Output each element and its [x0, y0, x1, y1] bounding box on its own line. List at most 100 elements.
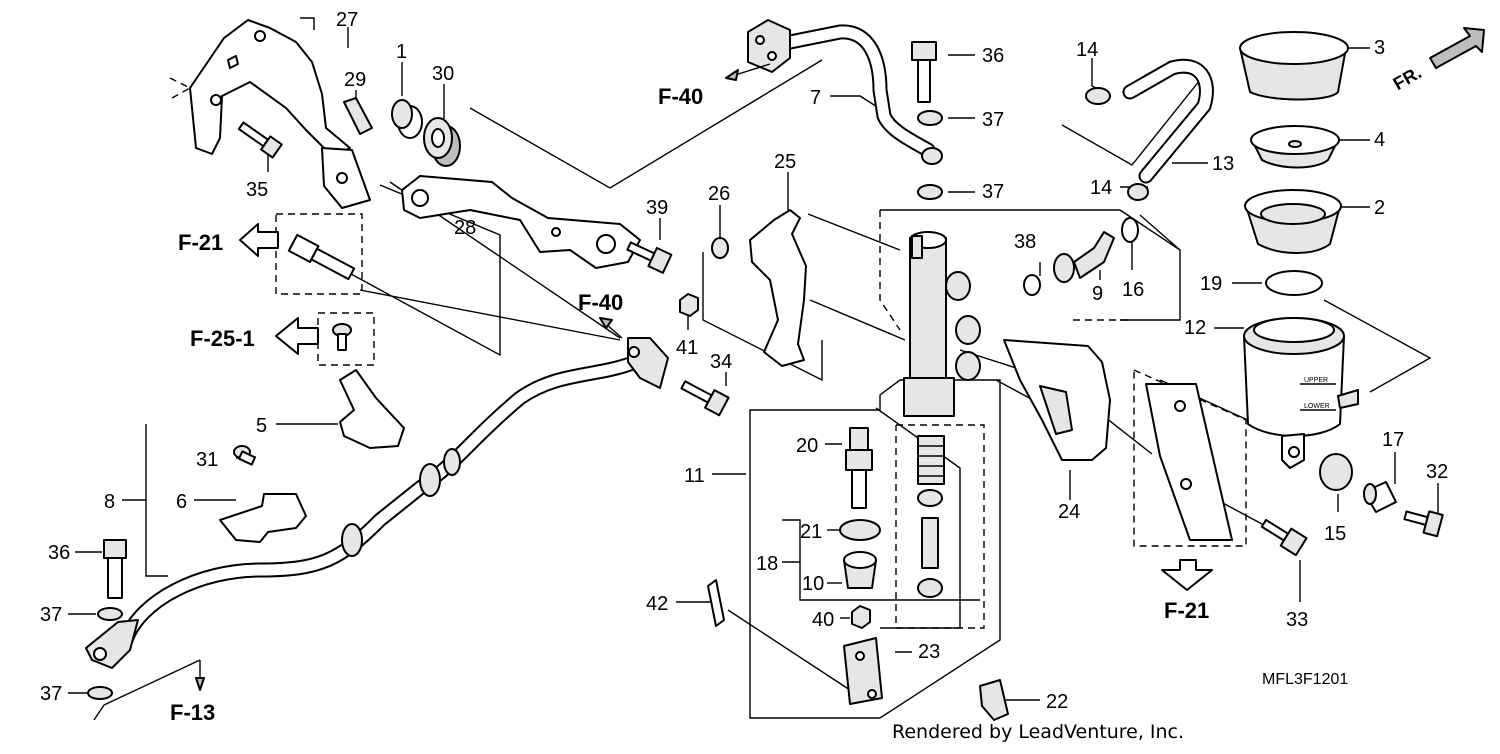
clamp-6 — [219, 493, 307, 543]
credit-text: Rendered by LeadVenture, Inc. — [892, 721, 1184, 743]
label-31: 31 — [196, 449, 218, 471]
label-7: 7 — [810, 87, 821, 109]
plate-f21 — [1145, 383, 1233, 541]
ref-f13: F-13 — [170, 700, 215, 725]
label-14-mid: 14 — [1090, 177, 1112, 199]
label-38: 38 — [1014, 231, 1036, 253]
label-36-bottom: 36 — [48, 542, 70, 564]
label-27: 27 — [336, 9, 358, 31]
label-24: 24 — [1058, 501, 1080, 523]
ref-f25: F-25-1 — [190, 326, 255, 351]
label-33: 33 — [1286, 609, 1308, 631]
pivot-bracket-28 — [401, 175, 641, 269]
ref-f21-right: F-21 — [1164, 598, 1209, 623]
bolt-35 — [237, 121, 283, 159]
label-5: 5 — [256, 415, 267, 437]
reservoir-cap-3 — [1239, 31, 1349, 101]
label-37-low: 37 — [40, 604, 62, 626]
label-3: 3 — [1374, 37, 1385, 59]
direction-label: FR. — [1390, 62, 1425, 94]
bolt-32 — [1403, 510, 1444, 538]
bolt-34 — [680, 380, 730, 417]
ref-f40-top: F-40 — [658, 84, 703, 109]
bracket-25 — [749, 209, 807, 367]
bolt-33 — [1260, 518, 1308, 557]
label-4: 4 — [1374, 129, 1385, 151]
boot-10 — [843, 551, 877, 589]
label-28: 28 — [454, 217, 476, 239]
label-1: 1 — [396, 41, 407, 63]
clevis-23 — [843, 637, 883, 705]
label-39: 39 — [646, 197, 668, 219]
collar-1 — [391, 99, 423, 139]
label-37-bottom: 37 — [40, 683, 62, 705]
reservoir-upper: UPPER — [1304, 377, 1328, 384]
bolt-36-upper — [911, 41, 937, 103]
grommet-30 — [423, 117, 461, 167]
label-34: 34 — [710, 351, 732, 373]
part-number-labels: 27 1 30 29 35 28 39 26 25 41 34 36 7 37 … — [40, 9, 1448, 713]
ring-21 — [839, 519, 881, 541]
washer-38 — [1023, 274, 1041, 296]
label-19: 19 — [1200, 273, 1222, 295]
diagram-code: MFL3F1201 — [1262, 671, 1348, 688]
clip-29 — [343, 97, 373, 135]
label-2: 2 — [1374, 197, 1385, 219]
label-35: 35 — [246, 179, 268, 201]
washer-37-c — [917, 110, 943, 126]
label-36-top: 36 — [982, 45, 1004, 67]
label-14-top: 14 — [1076, 39, 1098, 61]
clip-22 — [979, 679, 1009, 721]
diaphragm-2 — [1244, 189, 1342, 254]
reservoir-lower: LOWER — [1304, 403, 1330, 410]
label-18: 18 — [756, 553, 778, 575]
reservoir-12 — [1243, 317, 1359, 469]
label-13: 13 — [1212, 153, 1234, 175]
pin-42 — [707, 579, 725, 627]
washer-37-a — [97, 607, 123, 621]
clamp-5 — [339, 369, 405, 449]
clip-16 — [1121, 217, 1139, 243]
label-37-top: 37 — [982, 109, 1004, 131]
float-19 — [1265, 270, 1323, 296]
reservoir-hose-13 — [1085, 58, 1214, 201]
plate-4 — [1250, 125, 1340, 169]
label-8: 8 — [104, 491, 115, 513]
brake-hose-7 — [747, 19, 943, 165]
label-11: 11 — [684, 465, 705, 487]
rear-brake-pedal-bracket — [169, 19, 371, 209]
spring-piston — [917, 435, 945, 598]
bolt-f21 — [287, 233, 356, 281]
grommet-15 — [1319, 453, 1353, 491]
ref-f21-left: F-21 — [178, 230, 223, 255]
label-23: 23 — [918, 641, 940, 663]
label-21: 21 — [800, 521, 822, 543]
collar-17 — [1363, 481, 1397, 513]
nut-40 — [851, 605, 871, 629]
label-26: 26 — [708, 183, 730, 205]
dashed-frames — [275, 210, 1247, 629]
master-cylinder-11 — [903, 231, 981, 417]
washer-37-b — [87, 686, 113, 700]
screw-31 — [233, 445, 257, 466]
label-16: 16 — [1122, 279, 1144, 301]
brake-hose-8 — [85, 337, 669, 669]
collar-26 — [711, 237, 729, 259]
label-25: 25 — [774, 151, 796, 173]
screw-f25 — [332, 323, 352, 351]
label-6: 6 — [176, 491, 187, 513]
bolt-36-lower — [103, 539, 127, 599]
label-32: 32 — [1426, 461, 1448, 483]
label-30: 30 — [432, 63, 454, 85]
nut-41 — [679, 293, 699, 317]
reference-arrows — [195, 27, 1485, 691]
bolt-39 — [626, 241, 673, 274]
label-15: 15 — [1324, 523, 1346, 545]
washer-37-d — [917, 184, 943, 200]
label-37-mid: 37 — [982, 181, 1004, 203]
push-rod-20 — [845, 427, 873, 509]
label-29: 29 — [344, 69, 366, 91]
label-17: 17 — [1382, 429, 1404, 451]
